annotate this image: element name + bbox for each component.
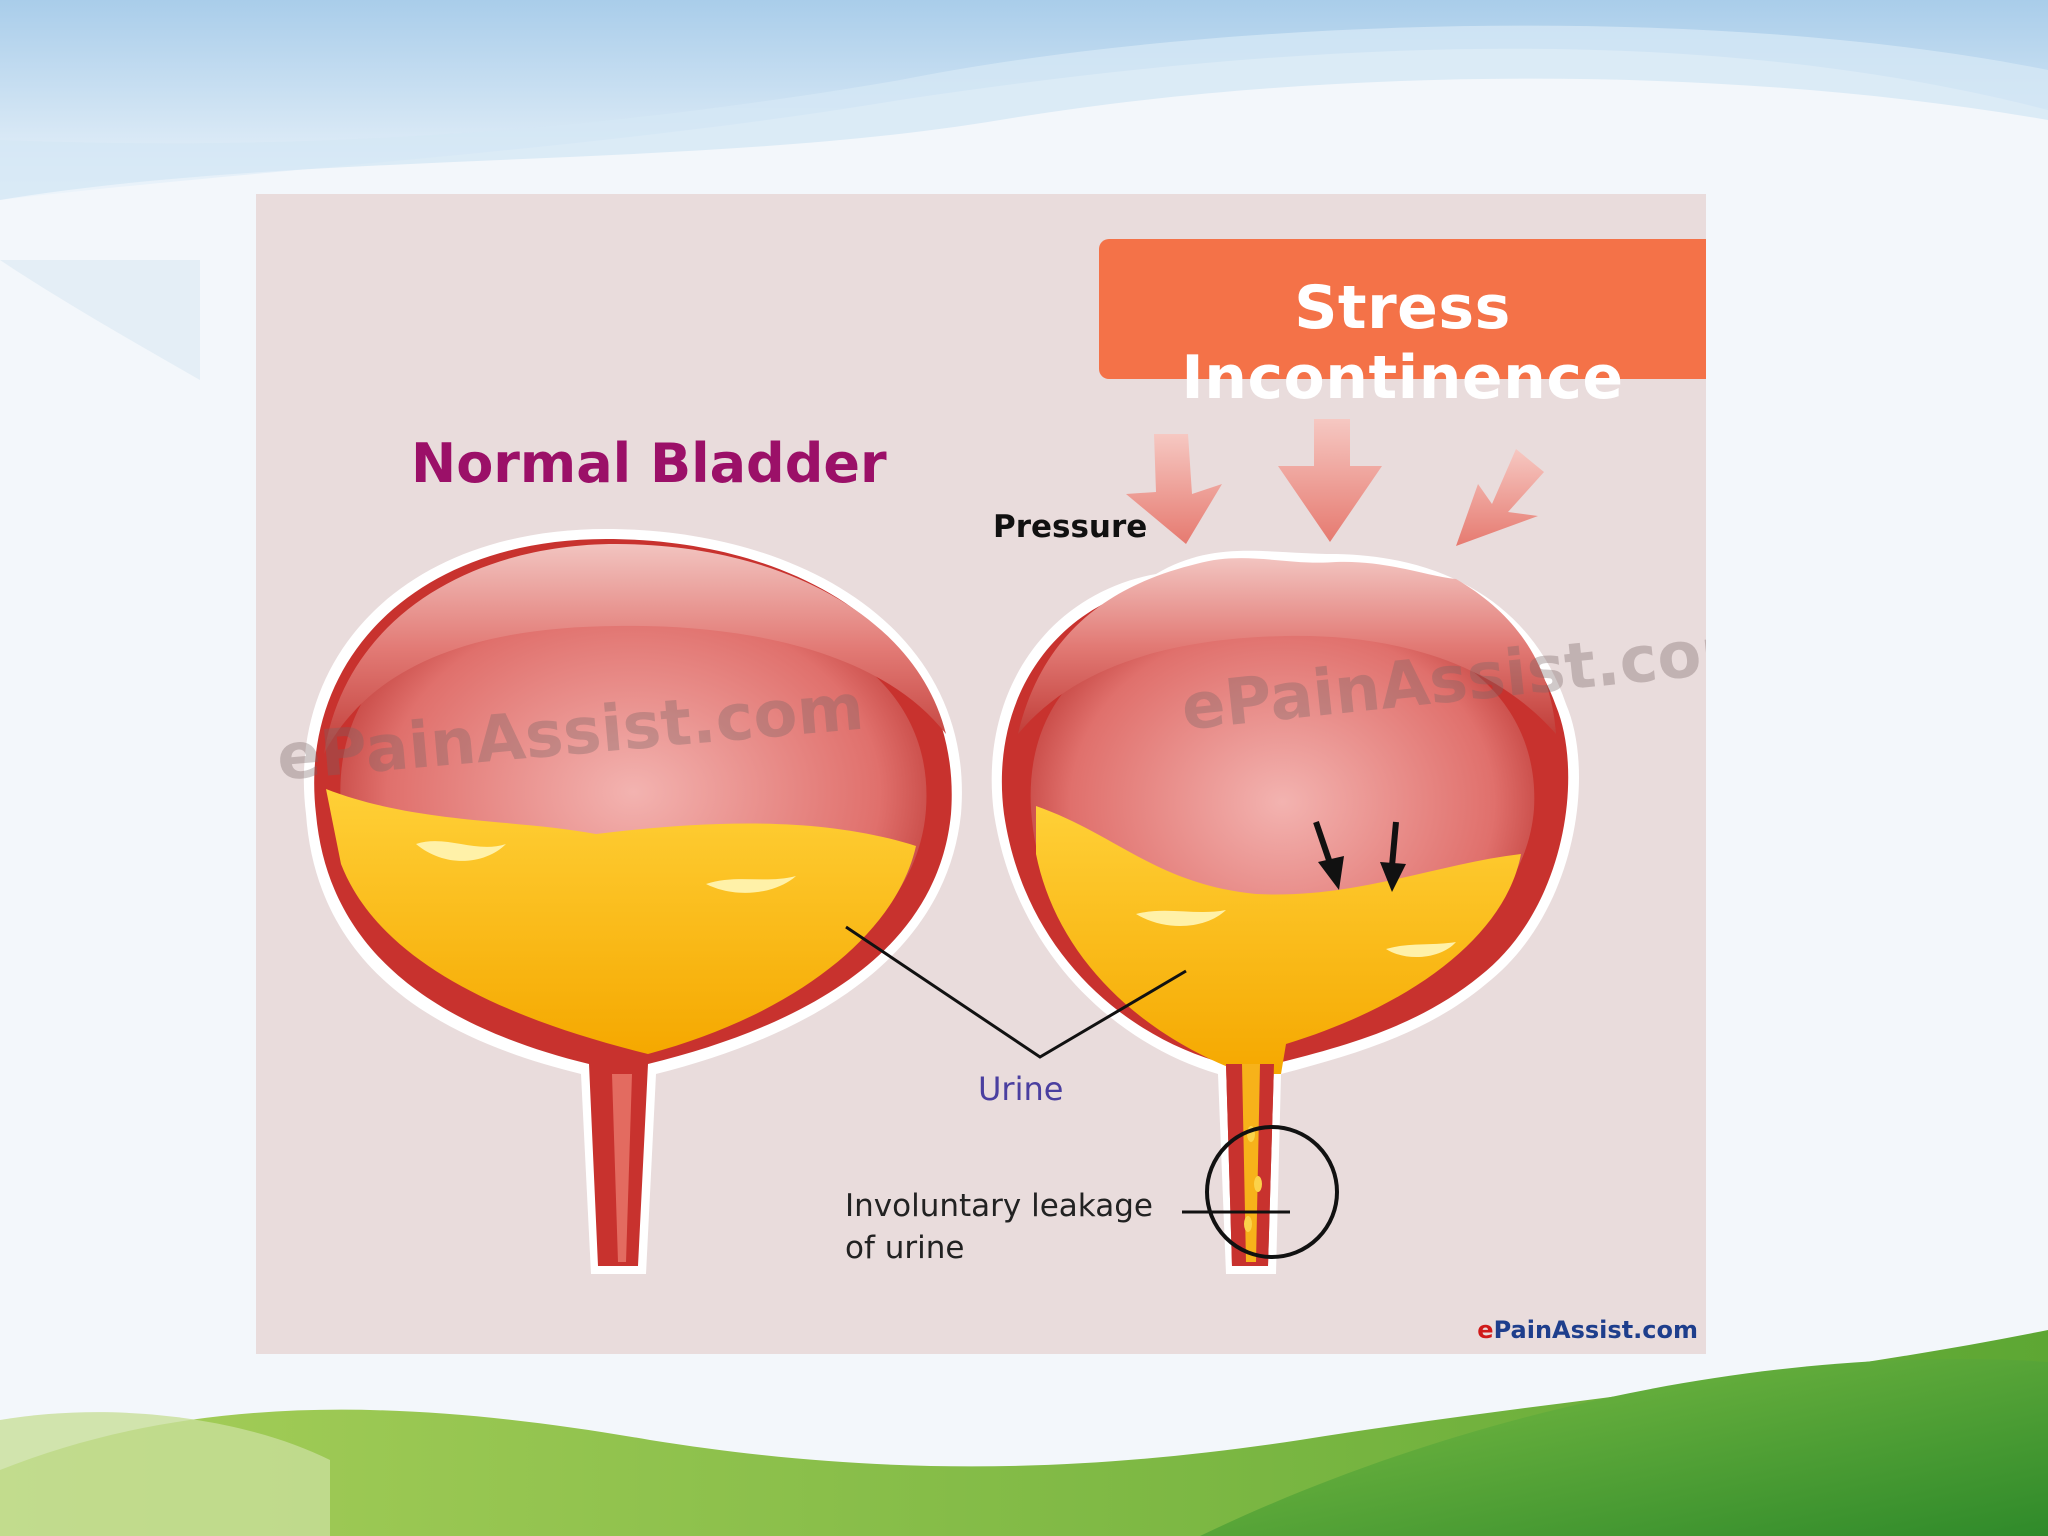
pressure-label: Pressure	[993, 509, 1148, 545]
normal-bladder-title: Normal Bladder	[411, 432, 887, 495]
normal-bladder-dome	[324, 544, 946, 754]
front-hill	[1200, 1359, 2048, 1536]
leakage-circle	[1205, 1125, 1339, 1259]
diagram-canvas	[256, 194, 1706, 1354]
left-hill	[0, 1412, 330, 1536]
stress-urine	[1036, 806, 1521, 1074]
urine-label: Urine	[978, 1070, 1064, 1108]
urine-leader-line	[845, 925, 1187, 1059]
bladder-diagram: ePainAssist.com ePainAssist.com Stress I…	[256, 194, 1706, 1354]
pressure-arrow-icon	[1126, 434, 1222, 544]
leakage-label-line1: Involuntary leakage	[845, 1188, 1153, 1224]
normal-urethra-lumen	[612, 1074, 632, 1262]
stress-bladder-dome	[1018, 558, 1556, 734]
top-wave-light	[0, 25, 2048, 200]
stress-urine-highlight	[1136, 910, 1226, 926]
diagram-title: Stress Incontinence	[1181, 273, 1624, 413]
title-banner: Stress Incontinence	[1099, 239, 1706, 413]
normal-bladder	[303, 529, 962, 1274]
left-wave-strip	[0, 260, 200, 380]
black-arrow-icon	[1389, 821, 1399, 867]
normal-urine-highlight	[706, 876, 796, 893]
pressure-arrow-icon	[1278, 419, 1382, 542]
stress-urine-highlight	[1386, 942, 1456, 958]
stress-bladder	[991, 550, 1580, 1274]
brand-logo: ePainAssist.com	[1477, 1316, 1698, 1344]
pressure-arrows	[1126, 419, 1544, 546]
black-arrow-head-icon	[1318, 856, 1344, 890]
black-arrow-head-icon	[1380, 862, 1406, 892]
brand-logo-e: e	[1477, 1316, 1494, 1344]
normal-urine-highlight	[416, 841, 506, 861]
inner-pressure-arrows	[1313, 821, 1406, 892]
brand-logo-text: PainAssist.com	[1493, 1316, 1698, 1344]
top-wave-band	[0, 0, 2048, 200]
black-arrow-icon	[1313, 821, 1334, 867]
pressure-arrow-icon	[1456, 449, 1544, 546]
leak-droplet	[1244, 1216, 1252, 1232]
leakage-label-line2: of urine	[845, 1230, 965, 1266]
leak-droplet	[1254, 1176, 1262, 1192]
